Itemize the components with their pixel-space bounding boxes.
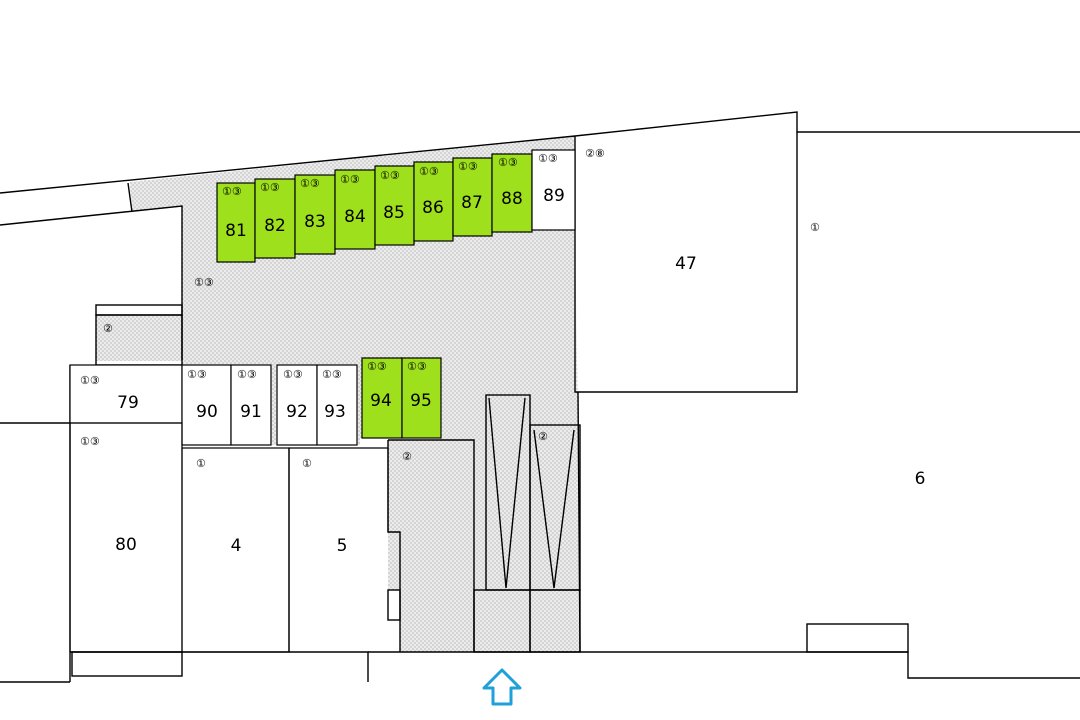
lot-label-83: 83 xyxy=(304,212,326,232)
tag-ramp-right: ② xyxy=(538,430,548,443)
lot-label-90: 90 xyxy=(196,402,218,422)
tag-84: ①③ xyxy=(340,173,360,186)
lot-label-80: 80 xyxy=(115,535,137,555)
lot-label-93: 93 xyxy=(324,402,346,422)
lot-93[interactable] xyxy=(316,364,358,446)
lot-label-88: 88 xyxy=(501,189,523,209)
tag-80: ①③ xyxy=(80,435,100,448)
lot-92[interactable] xyxy=(276,364,318,446)
tag-85: ①③ xyxy=(380,169,400,182)
lot-label-79: 79 xyxy=(117,393,139,413)
tag-91: ①③ xyxy=(237,368,257,381)
tag-4: ① xyxy=(196,457,206,470)
tag-93: ①③ xyxy=(322,368,342,381)
tag-88: ①③ xyxy=(498,156,518,169)
tag-6: ① xyxy=(810,221,820,234)
tag-82: ①③ xyxy=(260,181,280,194)
lot-label-4: 4 xyxy=(231,536,242,556)
lot-labels: 81 82 83 84 85 86 87 88 89 47 6 79 90 91… xyxy=(115,186,925,556)
lot-87[interactable] xyxy=(452,157,493,237)
lot-88[interactable] xyxy=(491,153,533,233)
tag-95: ①③ xyxy=(407,360,427,373)
lot-label-91: 91 xyxy=(240,402,262,422)
lot-label-82: 82 xyxy=(264,216,286,236)
tag-strip: ② xyxy=(103,322,113,335)
lot-90[interactable] xyxy=(181,364,232,446)
lot-label-89: 89 xyxy=(543,186,565,206)
tag-86: ①③ xyxy=(419,165,439,178)
lot-91[interactable] xyxy=(230,364,272,446)
tag-47: ②⑧ xyxy=(585,147,605,160)
lot-label-5: 5 xyxy=(337,536,348,556)
lot-row-middle xyxy=(69,357,442,446)
tag-81: ①③ xyxy=(222,185,242,198)
lot-82[interactable] xyxy=(254,178,296,259)
lot-79[interactable] xyxy=(69,364,183,424)
tag-94: ①③ xyxy=(367,360,387,373)
tag-83: ①③ xyxy=(300,177,320,190)
tag-87: ①③ xyxy=(458,160,478,173)
lot-85[interactable] xyxy=(374,165,415,246)
lot-label-86: 86 xyxy=(422,198,444,218)
lot-label-87: 87 xyxy=(461,193,483,213)
lot-label-94: 94 xyxy=(370,391,392,411)
lot-row-top xyxy=(216,149,576,263)
lot-label-6: 6 xyxy=(915,469,926,489)
lot-94[interactable] xyxy=(361,357,403,439)
tag-5: ① xyxy=(302,457,312,470)
tag-common: ①③ xyxy=(194,276,214,289)
tag-79: ①③ xyxy=(80,374,100,387)
lot-label-92: 92 xyxy=(286,402,308,422)
tag-90: ①③ xyxy=(187,368,207,381)
lot-label-47: 47 xyxy=(675,254,697,274)
tag-92: ①③ xyxy=(283,368,303,381)
tag-89: ①③ xyxy=(538,152,558,165)
lot-89[interactable] xyxy=(531,149,576,231)
lot-row-bottom xyxy=(69,422,389,653)
lot-label-81: 81 xyxy=(225,221,247,241)
lot-label-95: 95 xyxy=(410,391,432,411)
lot-label-85: 85 xyxy=(383,203,405,223)
tag-ramp-left: ② xyxy=(402,450,412,463)
lot-label-84: 84 xyxy=(344,207,366,227)
lot-95[interactable] xyxy=(401,357,442,439)
lot-tags: ①③ ①③ ①③ ①③ ①③ ①③ ①③ ①③ ①③ ②⑧ ① ①③ ② ①③ … xyxy=(80,147,820,470)
lot-83[interactable] xyxy=(294,174,336,255)
lot-81[interactable] xyxy=(216,182,256,263)
arrow-up-icon xyxy=(482,668,522,706)
